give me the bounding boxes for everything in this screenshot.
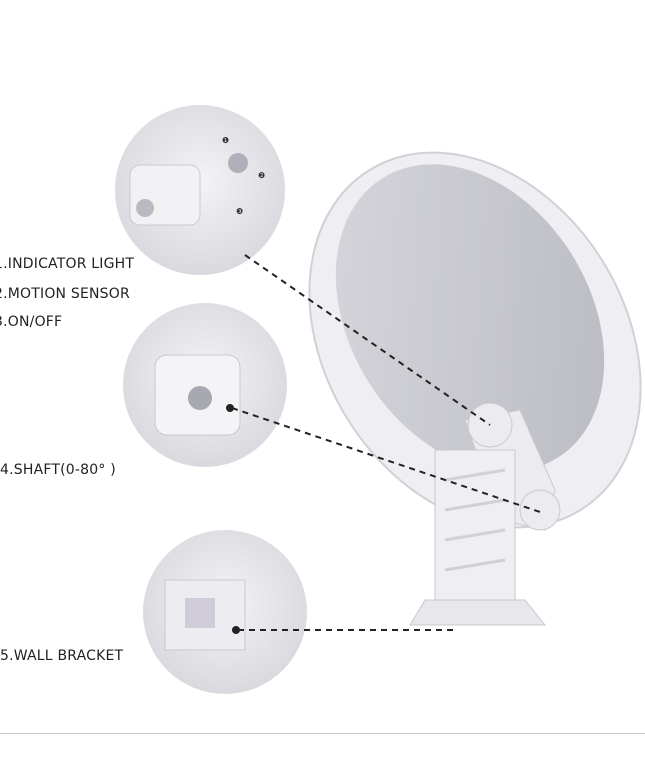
label-indicator-light: 1.INDICATOR LIGHT bbox=[0, 256, 135, 272]
shaft-screw-icon bbox=[188, 386, 212, 410]
leader-line-1 bbox=[244, 254, 491, 426]
svg-text:❶: ❶ bbox=[222, 136, 229, 145]
lamp-panel bbox=[335, 164, 605, 472]
detail-circle-shaft bbox=[123, 303, 287, 467]
svg-text:❷: ❷ bbox=[258, 171, 265, 180]
solar-lamp bbox=[308, 151, 642, 626]
svg-text:❸: ❸ bbox=[236, 207, 243, 216]
motion-sensor-icon bbox=[228, 153, 248, 173]
wall-bracket-base bbox=[409, 599, 547, 626]
detail-circle-bracket bbox=[143, 530, 307, 694]
label-wall-bracket: 5.WALL BRACKET bbox=[0, 648, 124, 664]
detail-circle-sensor: ❶ ❷ ❸ bbox=[115, 105, 285, 275]
divider bbox=[0, 733, 645, 734]
label-on-off: 3.ON/OFF bbox=[0, 314, 63, 330]
label-motion-sensor: 2.MOTION SENSOR bbox=[0, 286, 130, 302]
label-shaft: 4.SHAFT(0-80° ) bbox=[0, 462, 116, 478]
